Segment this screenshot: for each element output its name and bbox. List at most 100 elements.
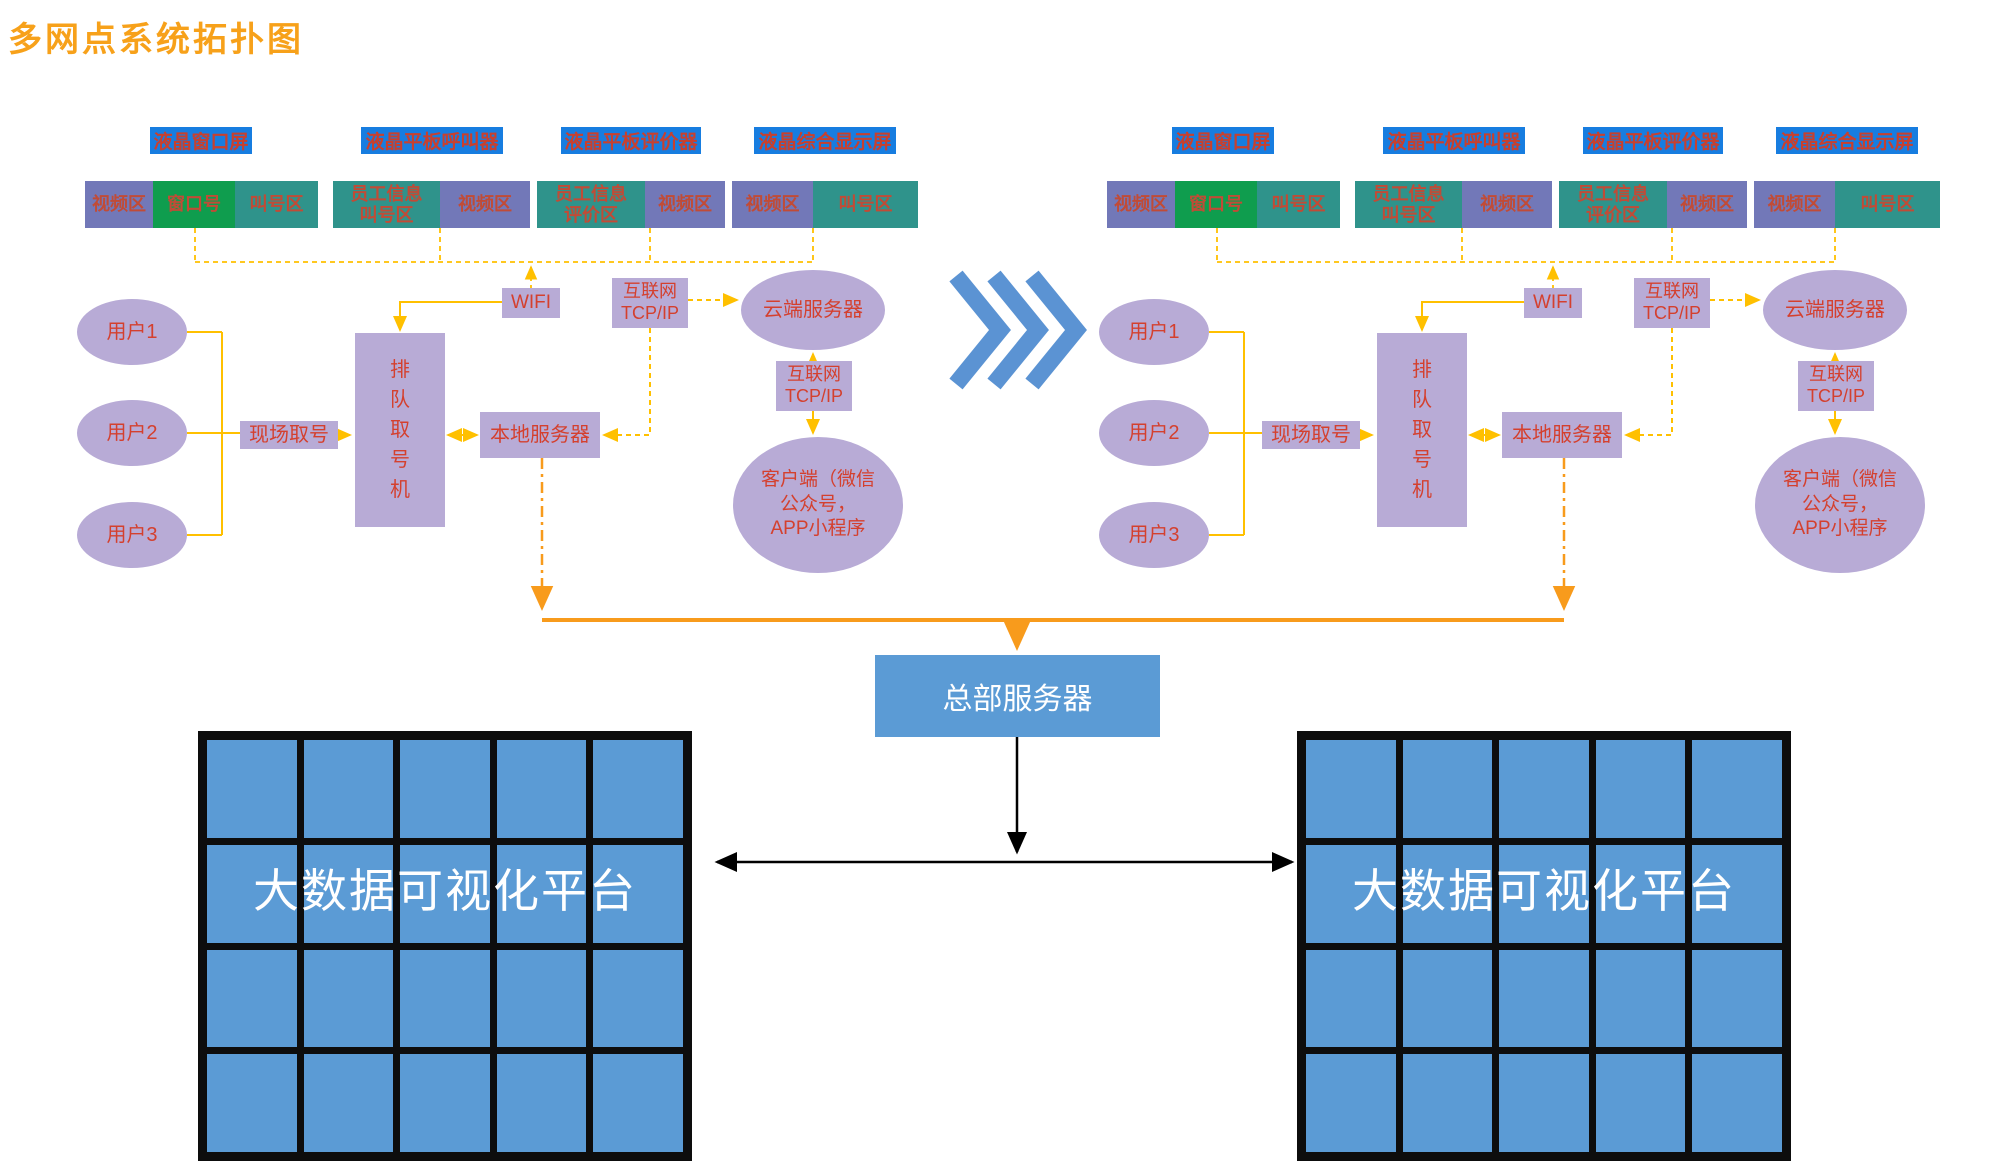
wall-cell (1306, 949, 1396, 1048)
internet-tcpip-mid-node: 互联网 TCP/IP (1798, 361, 1874, 411)
segment-video: 视频区 (1462, 181, 1552, 228)
segment-call-area: 叫号区 (1257, 181, 1340, 228)
hq-aggregation-bus (530, 458, 1576, 651)
segment-video: 视频区 (85, 181, 153, 228)
screen-label-evaluator: 液晶平板评价器 (561, 127, 701, 154)
wall-cell (1499, 844, 1589, 943)
segment-video: 视频区 (645, 181, 725, 228)
wifi-node: WIFI (1524, 288, 1582, 318)
segment-call-area: 叫号区 (235, 181, 318, 228)
wall-cell (303, 844, 394, 943)
client-node: 客户端（微信 公众号， APP小程序 (733, 437, 903, 573)
segment-staff-evaluate: 员工信息 评价区 (537, 181, 645, 228)
segment-window-number: 窗口号 (153, 181, 235, 228)
segment-call-area: 叫号区 (813, 181, 918, 228)
wall-cell (1402, 949, 1493, 1048)
segment-video: 视频区 (732, 181, 813, 228)
wall-cell (400, 844, 490, 943)
wall-cell (1595, 949, 1686, 1048)
wall-cell (496, 1054, 587, 1152)
wall-cell (303, 1054, 394, 1152)
wall-cell (303, 949, 394, 1048)
screen-label-window: 液晶窗口屏 (1172, 127, 1274, 154)
screen-label-window: 液晶窗口屏 (150, 127, 252, 154)
wall-cell (1692, 949, 1782, 1048)
queue-machine-node: 排队取号机 (355, 333, 445, 527)
user-bracket-left (187, 301, 820, 536)
wall-cell (207, 949, 297, 1048)
screen-label-evaluator: 液晶平板评价器 (1583, 127, 1723, 154)
queue-machine-node: 排队取号机 (1377, 333, 1467, 527)
internet-tcpip-top-node: 互联网 TCP/IP (612, 278, 688, 328)
client-node: 客户端（微信 公众号， APP小程序 (1755, 437, 1925, 573)
screen-bar-display: 视频区 叫号区 (732, 181, 918, 228)
segment-video: 视频区 (1107, 181, 1175, 228)
screen-bar-window: 视频区 窗口号 叫号区 (1107, 181, 1340, 228)
wall-cell (207, 740, 297, 838)
user-2-node: 用户2 (1099, 400, 1209, 466)
wall-cell (1402, 844, 1493, 943)
topology-diagram-page: { "title": "多网点系统拓扑图", "screens": [ {"la… (8, 21, 1940, 1161)
internet-tcpip-top-node: 互联网 TCP/IP (1634, 278, 1710, 328)
user-1-node: 用户1 (77, 299, 187, 365)
wall-cell (1402, 1054, 1493, 1152)
hq-wall-links (714, 737, 1295, 872)
screen-bar-display: 视频区 叫号区 (1754, 181, 1940, 228)
segment-staff-call: 员工信息 叫号区 (333, 181, 440, 228)
wall-cell (593, 1054, 683, 1152)
screen-bar-caller: 员工信息 叫号区 视频区 (1355, 181, 1552, 228)
wall-cell (1402, 740, 1493, 838)
wall-cell (1692, 1054, 1782, 1152)
wall-cell (1595, 844, 1686, 943)
wall-cell (1306, 1054, 1396, 1152)
wall-cell (400, 740, 490, 838)
wall-cell (496, 844, 587, 943)
wall-cell (1306, 844, 1396, 943)
wall-cell (1306, 740, 1396, 838)
video-wall-right (1297, 731, 1791, 1161)
wall-cell (207, 844, 297, 943)
segment-video: 视频区 (1754, 181, 1835, 228)
queue-machine-label: 排队取号机 (1412, 359, 1432, 501)
local-server-node: 本地服务器 (480, 412, 600, 458)
chevron-right-icon (949, 270, 1087, 390)
hq-server-node: 总部服务器 (875, 655, 1160, 737)
screen-bus-right (1216, 228, 1836, 290)
wall-cell (400, 949, 490, 1048)
user-1-node: 用户1 (1099, 299, 1209, 365)
user-bracket-right (1209, 301, 1842, 536)
screen-label-caller: 液晶平板呼叫器 (1383, 127, 1525, 154)
screen-bar-window: 视频区 窗口号 叫号区 (85, 181, 318, 228)
wall-cell (593, 740, 683, 838)
video-wall-left (198, 731, 692, 1161)
wall-cell (400, 1054, 490, 1152)
wall-cell (496, 949, 587, 1048)
segment-staff-call: 员工信息 叫号区 (1355, 181, 1462, 228)
cloud-server-node: 云端服务器 (1763, 270, 1907, 350)
segment-staff-evaluate: 员工信息 评价区 (1559, 181, 1667, 228)
wall-cell (1595, 740, 1686, 838)
user-3-node: 用户3 (77, 502, 187, 568)
screen-label-display: 液晶综合显示屏 (1776, 127, 1918, 154)
queue-machine-label: 排队取号机 (390, 359, 410, 501)
segment-window-number: 窗口号 (1175, 181, 1257, 228)
internet-links-right (1624, 293, 1761, 442)
wall-cell (593, 949, 683, 1048)
onsite-ticket-node: 现场取号 (240, 421, 338, 449)
wall-cell (207, 1054, 297, 1152)
wall-cell (1692, 844, 1782, 943)
internet-tcpip-mid-node: 互联网 TCP/IP (776, 361, 852, 411)
wall-cell (1595, 1054, 1686, 1152)
screen-bar-caller: 员工信息 叫号区 视频区 (333, 181, 530, 228)
wall-cell (1499, 740, 1589, 838)
wall-cell (1499, 1054, 1589, 1152)
screen-label-display: 液晶综合显示屏 (754, 127, 896, 154)
wifi-node: WIFI (502, 288, 560, 318)
segment-video: 视频区 (440, 181, 530, 228)
onsite-ticket-node: 现场取号 (1262, 421, 1360, 449)
connector-layer (187, 228, 1842, 872)
wall-cell (303, 740, 394, 838)
screen-bus-left (194, 228, 814, 290)
segment-call-area: 叫号区 (1835, 181, 1940, 228)
user-2-node: 用户2 (77, 400, 187, 466)
